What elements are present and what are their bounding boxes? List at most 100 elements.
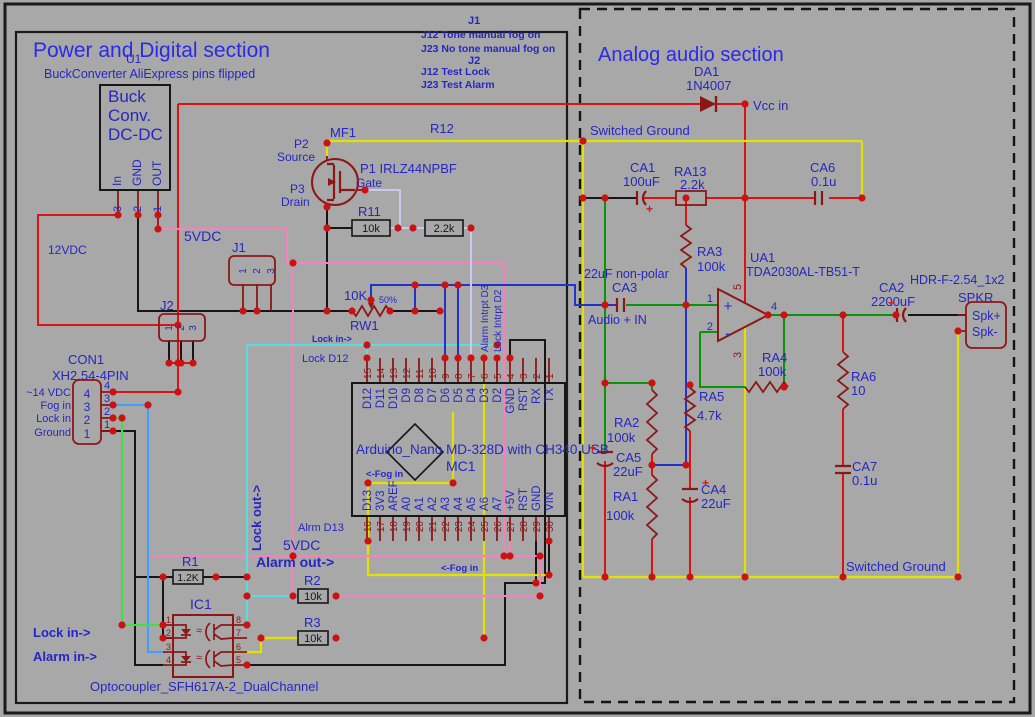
lock-out: Lock out-> [249,485,264,551]
ic1-pin2: 2 [166,628,171,638]
pin-stubs [101,156,966,666]
arduino-top-pin-label: RST [518,388,530,411]
arduino-bottom-pin-number: 18 [389,521,400,533]
arduino-top-pin-stubs [366,358,550,383]
junction-dot [386,307,394,315]
capacitors [596,190,907,504]
spk-minus: Spk- [972,325,998,339]
ca1-ref: CA1 [630,160,655,175]
con1-in-4: 4 [84,387,91,401]
spk-plus: Spk+ [972,309,1001,323]
junction-dot [134,211,142,219]
junction-dot [454,281,462,289]
note-j1-line2: J23 No tone manual fog on [421,43,555,55]
arduino-bottom-pin-number: 20 [415,521,426,533]
lock-d12: Lock D12 [302,353,348,365]
junction-dot [545,537,553,545]
cap-ca7 [835,464,851,475]
r1-value: 1.2K [177,572,199,584]
junction-dot [764,311,772,319]
junction-dot [109,414,117,422]
hdr-label: HDR-F-2.54_1x2 [910,273,1005,287]
r3-value: 10k [304,633,322,645]
zigzag-resistors [351,224,850,540]
junction-dot [648,379,656,387]
junction-dot [144,401,152,409]
opamp-plus: + [724,298,733,315]
junction-dot [601,379,609,387]
note-j2-header: J2 [468,55,480,67]
arduino-top-pin-label: D2 [492,388,504,403]
arduino-top-pin-label: D12 [362,388,374,409]
arduino-top-pin-label: D5 [453,388,465,403]
alarm-in-arrow: Alarm in-> [33,649,97,664]
fog-in-upper: <-Fog in [366,469,403,480]
ca7-value: 0.1u [852,473,877,488]
resistor-ra1 [645,474,659,540]
rw1-ref: RW1 [350,318,379,333]
junction-dot [109,388,117,396]
buck-line3: DC-DC [108,125,163,144]
junction-dot [159,573,167,581]
opamp-pin2: 2 [707,321,713,333]
ra13-value: 2.2k [680,177,705,192]
drain-label: Drain [281,195,310,209]
junction-dot [682,194,690,202]
j2-pin1: 1 [164,325,175,331]
ra6-ref: RA6 [851,369,876,384]
mosfet-arrow [328,178,336,186]
junction-dot [174,388,182,396]
junction-dot [109,427,117,435]
buck-pin-out: OUT [150,160,164,186]
arduino-bottom-pin-number: 28 [519,521,530,533]
junction-dot [118,414,126,422]
ra3-value: 100k [697,259,726,274]
junction-dots [109,100,962,669]
junction-dot [332,592,340,600]
stub-paths [101,156,966,666]
cap-ca5 [596,450,614,468]
buck-converter-body [99,84,171,191]
ra13-ref: RA13 [674,164,707,179]
arduino-bottom-pin-number: 30 [545,521,556,533]
box-resistors [172,219,464,646]
ra5-value: 4.7k [697,408,722,423]
opamp-pin5: 5 [732,284,744,290]
lightblue-wires [101,404,163,653]
arduino-top-pin-label: D4 [466,387,478,402]
junction-dot [506,354,514,362]
ca3-ref: CA3 [612,280,637,295]
gate-label: Gate [356,176,382,190]
note-j2-line1: J12 Test Lock [421,66,490,78]
buck-line1: Buck [108,87,146,106]
ca2-ref: CA2 [879,280,904,295]
alarm-out: Alarm out-> [256,554,334,570]
ca7-ref: CA7 [852,459,877,474]
ca6-ref: CA6 [810,160,835,175]
junction-dot [289,552,297,560]
switched-ground-top: Switched Ground [590,123,690,138]
ra1-value: 100k [606,508,635,523]
junction-dot [741,573,749,581]
junction-dot [601,301,609,309]
junction-dot [323,203,331,211]
junction-dot [682,301,690,309]
con1-type: XH2.54-4PIN [52,368,129,383]
con1-out-3: 3 [104,393,110,405]
arduino-top-pin-number: 2 [532,373,543,379]
con1-label-2: Lock in [36,413,71,425]
outer-frame [3,2,1032,715]
cap-ca4 [681,487,699,504]
junction-dot [839,311,847,319]
arduino-bottom-pin-label: A2 [427,497,439,511]
junction-dot [480,634,488,642]
j1-pin1: 1 [238,268,249,274]
da1-ref: DA1 [694,64,719,79]
junction-dot [239,307,247,315]
arduino-top-pin-label: RX [531,388,543,404]
r11-ref: R11 [358,204,381,219]
junction-dot [579,137,587,145]
junction-dot [189,359,197,367]
con1-out-4: 4 [104,380,110,392]
resistor-2k2 [424,219,464,237]
